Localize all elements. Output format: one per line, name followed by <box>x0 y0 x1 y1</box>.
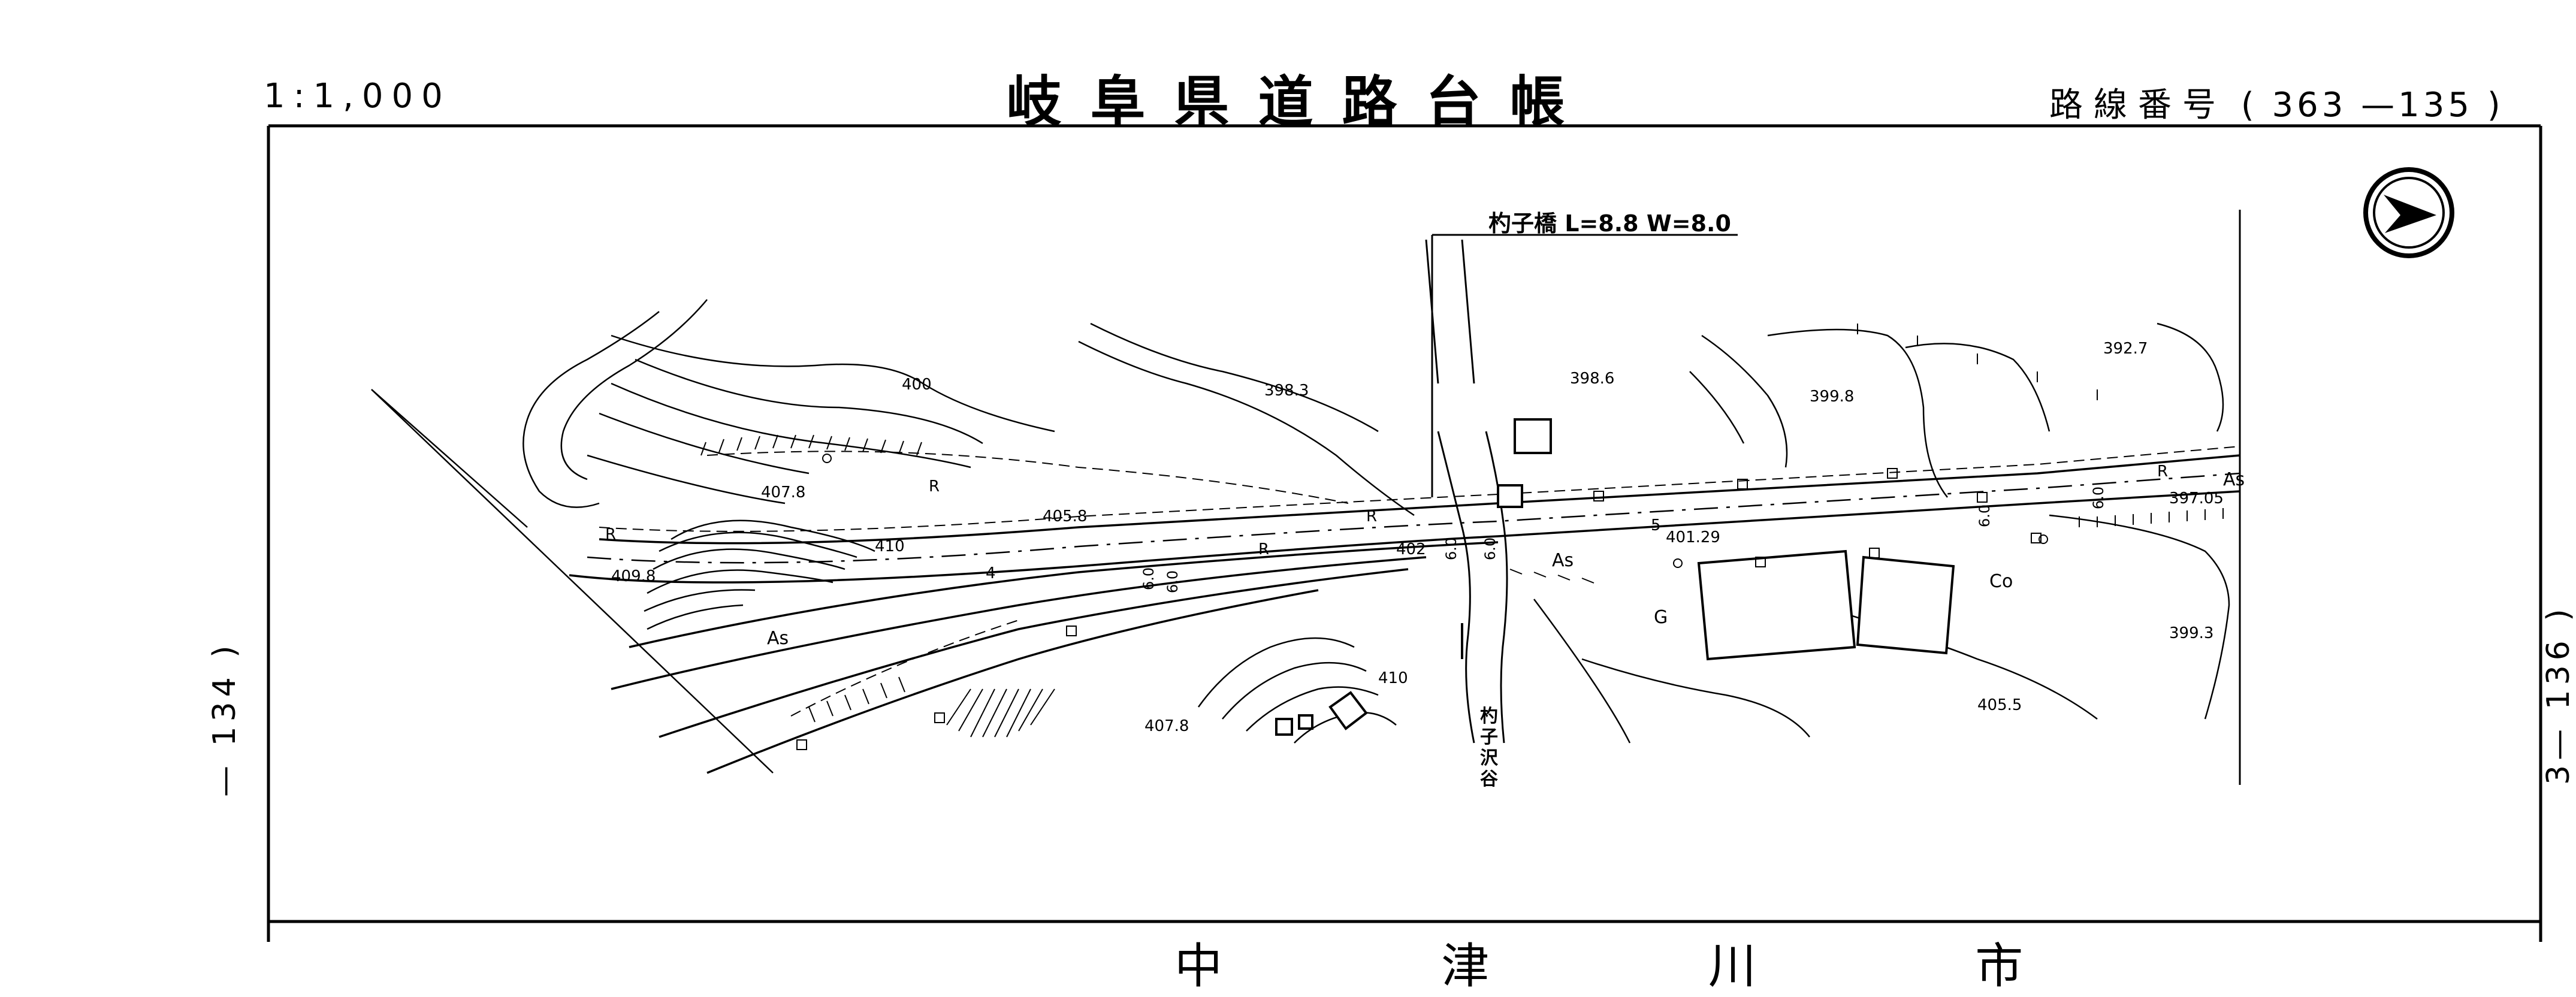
elevation-label: 392.7 <box>2103 340 2148 358</box>
elevation-label: 407.8 <box>1144 717 1189 735</box>
stream-name-char: 沢 <box>1480 748 1499 769</box>
width-mark: 6.0 <box>1140 567 1157 590</box>
surface-label: Co <box>1989 571 2013 592</box>
stream-name-char: 谷 <box>1480 769 1498 790</box>
elevation-label: 410 <box>875 537 905 555</box>
utility-symbols <box>796 454 2048 750</box>
boundary-line <box>371 389 774 774</box>
north-arrow-icon <box>2363 167 2454 258</box>
elevation-label: 398.3 <box>1264 382 1309 400</box>
marker: R <box>2157 463 2168 481</box>
route-number: 路線番号 ( 363 —135 ) <box>2049 78 2504 126</box>
stream-name-char: 子 <box>1480 727 1498 748</box>
map-frame <box>267 124 2542 942</box>
bridge-label: 杓子橋 L=8.8 W=8.0 <box>1488 210 1731 237</box>
road-outline <box>569 454 2240 774</box>
road-centerline <box>587 472 2240 564</box>
elevation-label: 405.5 <box>1977 696 2022 714</box>
stream-name: 杓 子 沢 谷 <box>1480 706 1499 790</box>
surface-labels: As As As Co G <box>767 469 2245 649</box>
marker: 5 <box>1651 516 1661 534</box>
elevation-label: 400 <box>902 376 932 394</box>
elevation-label: 402 <box>1396 540 1426 558</box>
road-edge-dashed <box>599 446 2240 717</box>
elevation-label: 407.8 <box>761 484 805 501</box>
marker: R <box>929 478 940 496</box>
elevation-label: 405.8 <box>1043 507 1087 525</box>
buildings <box>1275 418 1955 736</box>
slope-hachures <box>700 324 2224 738</box>
marker: 4 <box>986 564 996 582</box>
elevation-label: 401.29 <box>1666 528 1720 546</box>
width-mark: 6.0 <box>1482 537 1499 560</box>
surface-label: As <box>767 628 789 649</box>
bridge-leader <box>1431 234 1738 497</box>
elevation-label: 409.8 <box>611 567 656 585</box>
route-number-value: ( 363 —135 ) <box>2240 86 2504 125</box>
stream-name-char: 杓 <box>1480 706 1498 727</box>
elevation-label: 398.6 <box>1570 370 1614 388</box>
stream <box>1425 239 1508 744</box>
width-marks: 6.0 6.0 6.0 6.0 6.0 6.0 <box>1140 487 2107 593</box>
elevation-label: 399.3 <box>2169 624 2213 642</box>
width-mark: 6.0 <box>1976 504 1993 527</box>
map-markers: R R R R R 5 4 <box>605 463 2168 582</box>
elevation-labels: 400 398.3 398.6 399.8 392.7 407.8 405.8 … <box>611 340 2224 735</box>
marker: R <box>605 525 616 543</box>
map-scale: 1:1,000 <box>264 77 451 116</box>
marker: R <box>1366 507 1377 525</box>
road-map-drawing: 400 398.3 398.6 399.8 392.7 407.8 405.8 … <box>267 124 2542 942</box>
elevation-label: 399.8 <box>1810 388 1854 406</box>
marker: R <box>1258 540 1269 558</box>
surface-label: G <box>1654 607 1668 628</box>
elevation-label: 410 <box>1378 669 1408 687</box>
footer-city-name: 中 津 川 市 <box>1174 938 2125 994</box>
sheet-title: 岐阜県道路台帳 <box>1006 70 1594 134</box>
surface-label: As <box>1552 550 1574 571</box>
elevation-label: 397.05 <box>2169 490 2224 507</box>
width-mark: 6.0 <box>2090 487 2107 509</box>
route-number-label: 路線番号 <box>2049 86 2227 125</box>
width-mark: 6.0 <box>1164 570 1181 593</box>
width-mark: 6.0 <box>1443 537 1460 560</box>
surface-label: As <box>2223 469 2245 490</box>
